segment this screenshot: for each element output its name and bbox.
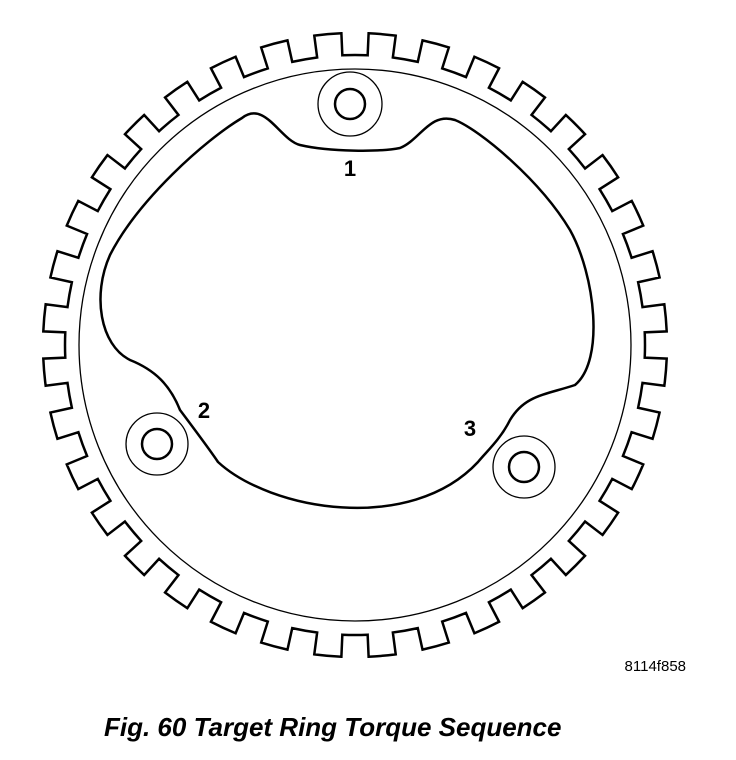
bolt-hole-2 — [125, 412, 189, 476]
callout-2: 2 — [198, 398, 210, 423]
target-ring-diagram: 1 2 3 8114f858 — [41, 31, 686, 675]
drawing-code: 8114f858 — [625, 658, 686, 675]
ring-inner-circle — [78, 68, 632, 622]
target-ring-teeth-outline — [41, 31, 669, 659]
callout-3: 3 — [464, 416, 476, 441]
bolt-hole-3 — [492, 435, 556, 499]
callout-1: 1 — [344, 156, 356, 181]
figure-caption: Fig. 60 Target Ring Torque Sequence — [104, 712, 562, 742]
center-cutout-outline — [99, 112, 595, 510]
bolt-hole-1 — [317, 71, 383, 137]
